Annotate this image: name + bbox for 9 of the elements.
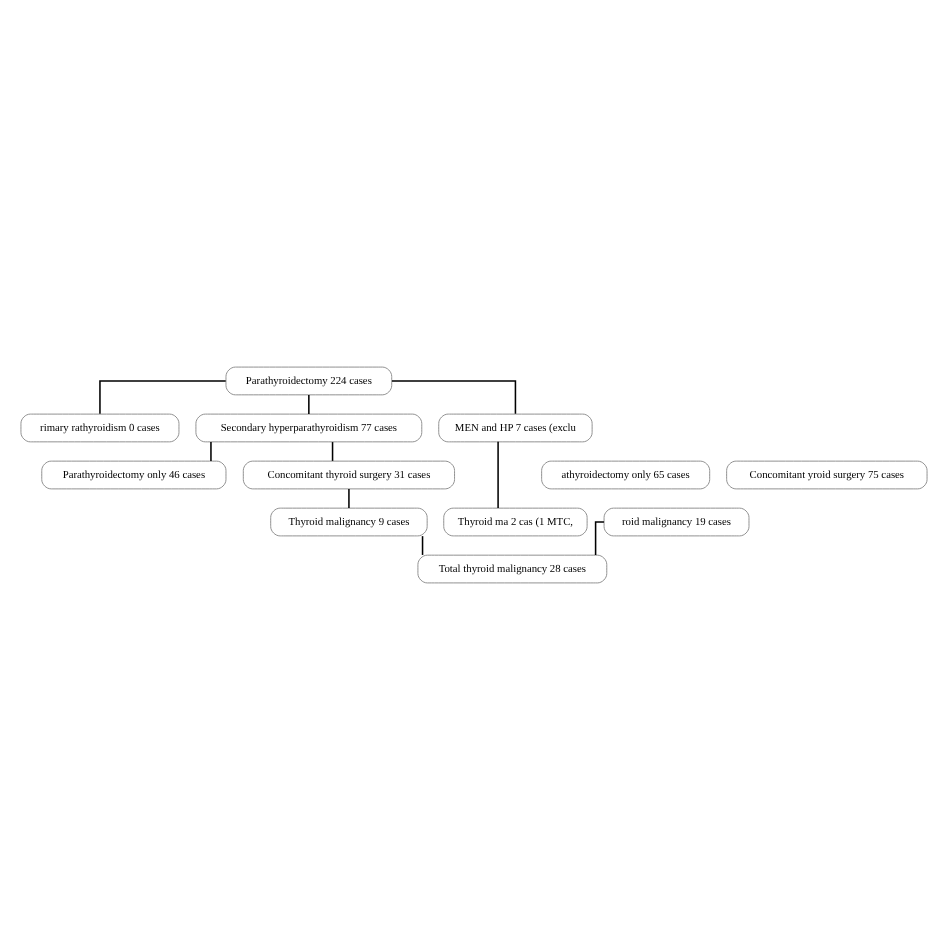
- connector: [210, 440, 212, 461]
- connector: [99, 379, 227, 414]
- connector: [421, 534, 424, 555]
- connector: [594, 520, 605, 555]
- connector: [331, 440, 334, 461]
- connector: [348, 487, 350, 508]
- connector: [497, 440, 499, 508]
- connector: [308, 393, 310, 414]
- connector: [391, 379, 517, 414]
